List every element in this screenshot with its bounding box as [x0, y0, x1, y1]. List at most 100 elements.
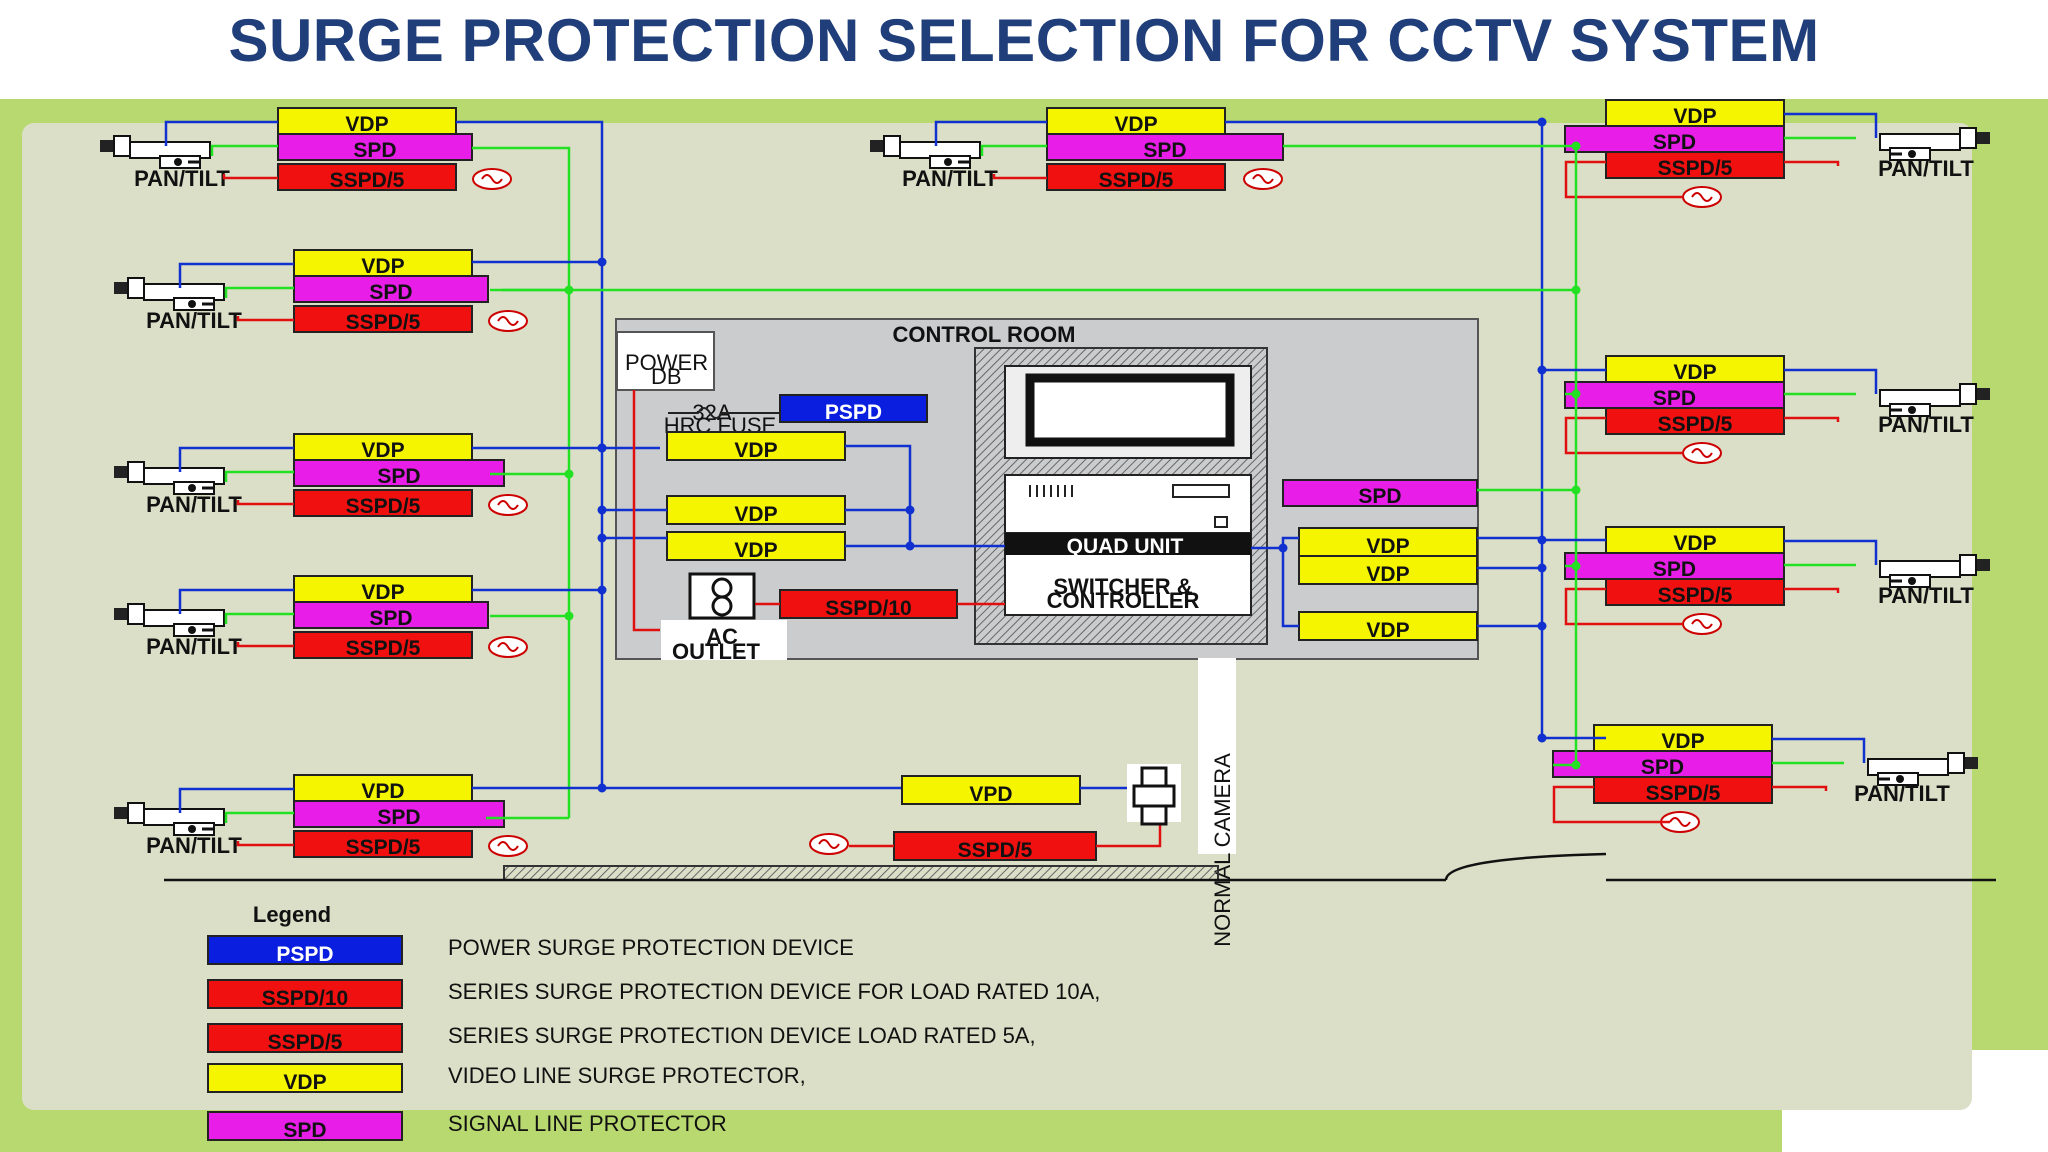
junction-dot: [597, 257, 607, 267]
signal-line: [224, 811, 294, 823]
pan-tilt-camera-icon: [1879, 554, 1990, 588]
sspd10-box-label: SSPD/10: [825, 597, 911, 620]
ac-wave-icon: [1691, 192, 1713, 202]
ac-wave-icon: [497, 500, 519, 510]
legend-description: SERIES SURGE PROTECTION DEVICE FOR LOAD …: [448, 979, 1100, 1004]
ac-wave-icon: [1252, 174, 1274, 184]
camera-vdp-box-label: VPD: [361, 780, 404, 803]
signal-line: [224, 612, 294, 624]
normal-camera-base-icon: [1140, 804, 1168, 826]
left-video-trunk: [456, 120, 604, 788]
junction-dot: [1571, 141, 1581, 151]
quad-unit-label: QUAD UNIT: [1067, 535, 1184, 558]
pan-tilt-camera-icon: [870, 135, 981, 169]
pan-tilt-label: PAN/TILT: [146, 308, 242, 333]
pan-tilt-label: PAN/TILT: [902, 166, 998, 191]
pan-tilt-camera-icon: [1867, 752, 1978, 786]
quad-indicator-icon: [1172, 484, 1230, 498]
video-line: [1784, 539, 1878, 565]
cr-spd: [1282, 479, 1478, 507]
legend-title: Legend: [253, 902, 331, 927]
camera-spd-box-label: SPD: [369, 607, 412, 630]
video-line: [178, 446, 294, 472]
pan-tilt-camera-icon: [1879, 127, 1990, 161]
ac-wave-icon: [1669, 817, 1691, 827]
junction-dot: [1571, 561, 1581, 571]
camera-spd-box: [293, 601, 489, 629]
cr-vdp-6-label: VDP: [1366, 619, 1409, 642]
legend-tag: SPD: [283, 1119, 326, 1142]
ac-outlet-label: AC: [706, 624, 738, 649]
camera-lens-icon: [114, 608, 128, 620]
camera-spd-box-label: SPD: [1653, 387, 1696, 410]
junction-dot: [1571, 485, 1581, 495]
pan-tilt-camera-icon: [114, 461, 225, 495]
camera-knob-icon: [188, 484, 196, 492]
camera-sspd5-box-label: SSPD/5: [1646, 782, 1721, 805]
power-db-label-2: DB: [651, 364, 682, 389]
ac-wave-icon: [818, 839, 840, 849]
camera-lens-icon: [1964, 757, 1978, 769]
camera-vdp-box-label: VDP: [1673, 361, 1716, 384]
camera-knob-icon: [1908, 406, 1916, 414]
camera-front-icon: [127, 461, 145, 483]
camera-vdp-box-label: VDP: [361, 439, 404, 462]
cr-vdp-5: [1298, 555, 1478, 585]
video-line: [934, 120, 1047, 146]
camera-vdp-box-label: VDP: [1661, 730, 1704, 753]
power-line: [1564, 416, 1682, 455]
cr-vdp-1-label: VDP: [734, 439, 777, 462]
boundary-curve: [1444, 852, 1607, 881]
camera-sspd5-box-label: SSPD/5: [346, 637, 421, 660]
camera-knob-icon: [1896, 775, 1904, 783]
cr-vdp-5-label: VDP: [1366, 563, 1409, 586]
junction-dot: [1537, 365, 1547, 375]
junction-dot: [1537, 621, 1547, 631]
junction-dot: [597, 533, 607, 543]
camera-front-icon: [883, 135, 901, 157]
camera-front-icon: [1959, 127, 1977, 149]
camera-sspd5-box: [1605, 407, 1785, 435]
pan-tilt-label: PAN/TILT: [146, 492, 242, 517]
junction-dot: [905, 541, 915, 551]
signal-line: [210, 144, 278, 156]
pan-tilt-camera-icon: [1879, 383, 1990, 417]
camera-knob-icon: [188, 825, 196, 833]
junction-dot: [564, 469, 574, 479]
legend-swatch: [207, 1023, 403, 1053]
cr-video-link: [845, 444, 1005, 548]
legend-swatch: [207, 979, 403, 1009]
camera-sspd5-box-label: SSPD/5: [346, 311, 421, 334]
camera-knob-icon: [1908, 150, 1916, 158]
camera-front-icon: [1959, 383, 1977, 405]
power-line: [236, 642, 294, 648]
legend-description: VIDEO LINE SURGE PROTECTOR,: [448, 1063, 806, 1088]
camera-spd-box-label: SPD: [1653, 131, 1696, 154]
cr-vdp-1: [666, 431, 846, 461]
junction-dot: [905, 505, 915, 515]
power-line: [236, 316, 294, 322]
signal-line: [980, 144, 1047, 156]
camera-spd-box: [293, 459, 505, 487]
camera-vdp-box-label: VDP: [1114, 113, 1157, 136]
ac-wave-icon: [1691, 619, 1713, 629]
pan-tilt-label: PAN/TILT: [1878, 156, 1974, 181]
cr-vdp-2-label: VDP: [734, 503, 777, 526]
camera-knob-icon: [174, 158, 182, 166]
cr-spd-label: SPD: [1358, 485, 1401, 508]
camera-lens-icon: [1976, 132, 1990, 144]
pan-tilt-label: PAN/TILT: [1878, 583, 1974, 608]
camera-spd-box: [293, 275, 489, 303]
camera-front-icon: [127, 603, 145, 625]
camera-vdp-box-label: VDP: [1673, 105, 1716, 128]
camera-spd-box-label: SPD: [353, 139, 396, 162]
camera-lens-icon: [114, 466, 128, 478]
page-title: SURGE PROTECTION SELECTION FOR CCTV SYST…: [228, 7, 1820, 74]
camera-sspd5-box-label: SSPD/5: [1658, 157, 1733, 180]
switcher-label: SWITCHER &: [1053, 574, 1192, 599]
pan-tilt-label: PAN/TILT: [146, 833, 242, 858]
camera-spd-box-label: SPD: [369, 281, 412, 304]
camera-lens-icon: [114, 282, 128, 294]
camera-spd-box: [293, 800, 505, 828]
camera-lens-icon: [114, 807, 128, 819]
